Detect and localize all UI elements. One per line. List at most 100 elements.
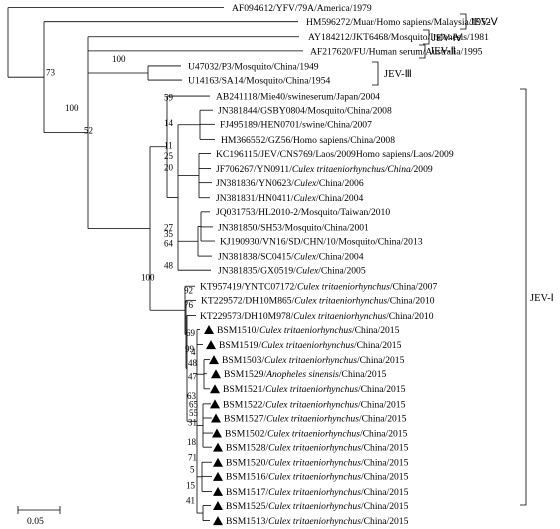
genotype-jev3-label: JEV-Ⅲ (384, 69, 412, 80)
bootstrap-value: 64 (164, 239, 174, 249)
leaf-label-part: Culex tritaeniorhynchus (264, 355, 357, 366)
leaf-label-part: /China/2015 (339, 369, 387, 380)
leaf-label-part: Culex tritaeniorhynchus (293, 311, 386, 322)
bootstrap-value: 31 (188, 417, 197, 427)
leaf-label-part: Culex tritaeniorhynchus (268, 443, 361, 454)
sample-marker-triangle-icon (211, 369, 221, 379)
leaf-label-part: BSM1516/ (226, 472, 268, 483)
leaf-label-part: /China/2010 (387, 296, 435, 307)
leaf-label-part: BSM1527/ (224, 413, 266, 424)
leaf-label-part: JN381836/YN0623/ (216, 178, 294, 189)
leaf-label-ay184212: AY184212/JKT6468/Mosquito/Indonesis/1981 (308, 32, 489, 43)
leaf-label-fj495189: FJ495189/HEN0701/swine/China/2007 (220, 120, 372, 131)
leaf-label-bsm1513: BSM1513/Culex tritaeniorhynchus/China/20… (226, 516, 409, 527)
bootstrap-value: 100 (141, 273, 155, 283)
leaf-label-part: BSM1519/ (219, 340, 261, 351)
leaf-label-part: BSM1522/ (223, 399, 265, 410)
leaf-label-part: JF706267/YN0911/ (216, 164, 292, 175)
leaf-label-af217620: AF217620/FU/Human serum/Australia/1995 (310, 46, 483, 57)
genotype-jev4-bracket (423, 29, 430, 45)
bootstrap-value: 59 (164, 93, 174, 103)
leaf-label-part: Culex tritaeniorhynchus (294, 296, 387, 307)
leaf-label-part: /China/2015 (361, 443, 409, 454)
sample-marker-triangle-icon (212, 428, 222, 438)
leaf-label-bsm1527: BSM1527/Culex tritaeniorhynchus/China/20… (224, 413, 407, 424)
leaf-label-part: AB241118/Mie40/swineserum/Japan/2004 (216, 91, 380, 102)
leaf-label-part: BSM1520/ (226, 458, 268, 469)
bootstrap-value: 47 (188, 371, 198, 381)
leaf-label-part: /China/2015 (352, 325, 400, 336)
leaf-label-part: Culex tritaeniorhynchus (267, 428, 360, 439)
leaf-label-part: Culex (296, 266, 319, 277)
bootstrap-value: 100 (65, 103, 79, 113)
sample-marker-triangle-icon (213, 516, 223, 526)
bootstrap-value: 35 (164, 229, 174, 239)
leaf-label-part: BSM1510/ (217, 325, 259, 336)
genotype-jev1-bracket (520, 88, 527, 506)
leaf-label-part: AF094612/YFV/79A/America/1979 (232, 3, 372, 14)
leaf-label-u14163: U14163/SA14/Mosquito/China/1954 (188, 75, 331, 86)
leaf-label-part: U47032/P3/Mosquito/China/1949 (188, 61, 319, 72)
leaf-label-part: Culex tritaeniorhynchus (261, 340, 354, 351)
leaf-label-part: JN381838/SC0415/ (218, 251, 294, 262)
leaf-label-part: /China/2015 (358, 399, 406, 410)
sample-marker-triangle-icon (209, 355, 219, 365)
bootstrap-value: 52 (84, 126, 93, 136)
leaf-label-kj190930: KJ190930/VN16/SD/CHN/10/Mosquito/China/2… (220, 236, 423, 247)
bootstrap-value: 55 (189, 408, 199, 418)
leaf-label-part: BSM1525/ (226, 501, 268, 512)
leaf-label-part: /China/2004 (316, 251, 364, 262)
leaf-label-part: FJ495189/HEN0701/swine/China/2007 (220, 120, 372, 131)
leaf-label-jn381836: JN381836/YN0623/Culex/China/2006 (216, 178, 364, 189)
leaf-label-part: KT957419/YNTC07172/ (200, 282, 297, 293)
leaf-label-part: /China/2015 (361, 458, 409, 469)
leaf-label-jf706267: JF706267/YN0911/Culex tritaeniorhynchus/… (216, 164, 433, 175)
leaf-label-bsm1525: BSM1525/Culex tritaeniorhynchus/China/20… (226, 501, 409, 512)
scale-bar-label: 0.05 (27, 516, 44, 527)
leaf-label-part: /China/2010 (386, 311, 434, 322)
leaf-label-kt229572: KT229572/DH10M865/Culex tritaeniorhynchu… (201, 296, 435, 307)
leaf-label-part: 2009 (413, 164, 432, 175)
leaf-label-bsm1521: BSM1521/Culex tritaeniorhynchus/China/20… (223, 384, 406, 395)
leaf-label-bsm1522: BSM1522/Culex tritaeniorhynchus/China/20… (223, 399, 406, 410)
bootstrap-value: 63 (187, 391, 197, 401)
bootstrap-value: 41 (186, 496, 195, 506)
sample-marker-triangle-icon (210, 399, 220, 409)
leaf-label-part: /China/2015 (357, 355, 405, 366)
genotype-jev5-label: JEV-Ⅴ (470, 17, 499, 28)
leaf-label-af094612: AF094612/YFV/79A/America/1979 (232, 3, 372, 14)
leaf-label-part: BSM1529/ (224, 369, 266, 380)
leaf-label-kt957419: KT957419/YNTC07172/Culex tritaeniorhynch… (200, 282, 437, 293)
leaf-label-part: JQ031753/HL2010-2/Mosquito/Taiwan/2010 (216, 207, 390, 218)
leaf-label-part: HM366552/GZ56/Homo sapiens/China/2008 (221, 135, 395, 146)
leaf-label-part: BSM1517/ (226, 487, 268, 498)
leaf-label-part: U14163/SA14/Mosquito/China/1954 (188, 75, 331, 86)
tree-branches (7, 7, 303, 521)
bootstrap-value: 73 (46, 67, 56, 77)
bootstrap-value: 25 (164, 151, 174, 161)
bootstrap-value: 100 (112, 54, 126, 64)
genotype-jev3-bracket (372, 61, 379, 86)
leaf-label-part: KJ190930/VN16/SD/CHN/10/Mosquito/China/2… (220, 236, 423, 247)
sample-marker-triangle-icon (213, 486, 223, 496)
leaf-label-bsm1520: BSM1520/Culex tritaeniorhynchus/China/20… (226, 458, 409, 469)
bootstrap-value: 18 (187, 437, 197, 447)
leaf-label-part: Culex tritaeniorhynchus (265, 399, 358, 410)
leaf-label-part: /China/2015 (359, 413, 407, 424)
leaf-label-bsm1502: BSM1502/Culex tritaeniorhynchus/China/20… (225, 428, 408, 439)
leaf-label-part: Culex tritaeniorhynchus (268, 487, 361, 498)
leaf-label-jq031753: JQ031753/HL2010-2/Mosquito/Taiwan/2010 (216, 207, 390, 218)
leaf-label-part: BSM1521/ (223, 384, 265, 395)
leaf-label-part: KT229572/DH10M865/ (201, 296, 295, 307)
leaf-label-kt229573: KT229573/DH10M978/Culex tritaeniorhynchu… (200, 311, 434, 322)
leaf-label-bsm1528: BSM1528/Culex tritaeniorhynchus/China/20… (226, 443, 409, 454)
leaf-label-part: Culex (294, 178, 317, 189)
sample-marker-triangle-icon (206, 340, 216, 350)
leaf-label-part: JN381850/SH53/Mosquito/China/2001 (218, 222, 369, 233)
leaf-label-bsm1516: BSM1516/Culex tritaeniorhynchus/China/20… (226, 472, 409, 483)
leaf-label-jn381831: JN381831/HN0411/Culex/China/2004 (216, 193, 363, 204)
bootstrap-value: 11 (164, 141, 173, 151)
leaf-label-part: Culex tritaeniorhynchus/China/ (292, 164, 415, 175)
leaf-label-part: AF217620/FU/Human serum/Australia/1995 (310, 46, 483, 57)
bootstrap-value: 48 (188, 358, 198, 368)
